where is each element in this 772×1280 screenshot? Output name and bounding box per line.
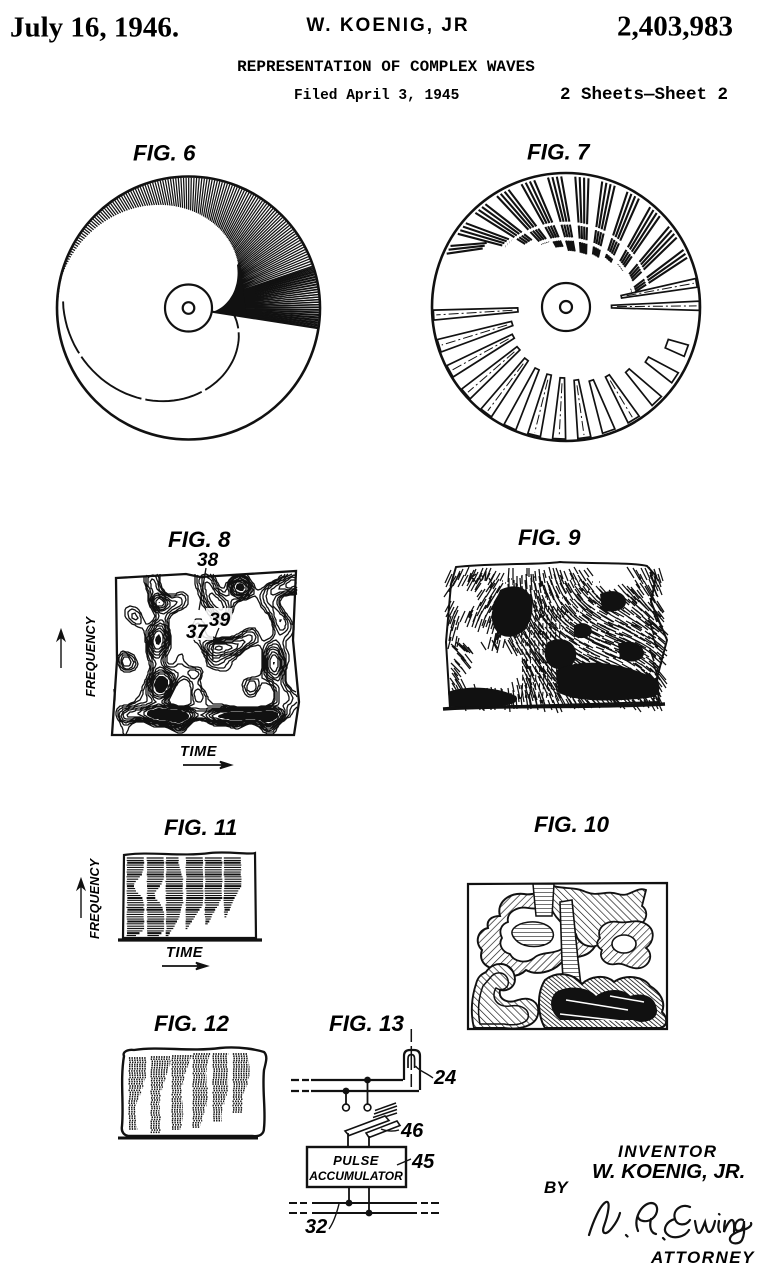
svg-text:BY: BY: [544, 1178, 569, 1197]
svg-text:46: 46: [400, 1120, 424, 1142]
svg-text:2,403,983: 2,403,983: [617, 11, 733, 43]
svg-text:37: 37: [186, 622, 209, 643]
svg-text:INVENTOR: INVENTOR: [618, 1142, 718, 1161]
svg-text:TIME: TIME: [166, 945, 204, 961]
svg-text:45: 45: [411, 1151, 435, 1173]
svg-text:Filed April 3, 1945: Filed April 3, 1945: [294, 88, 459, 104]
svg-text:FIG. 10: FIG. 10: [534, 812, 610, 837]
svg-text:38: 38: [197, 550, 219, 571]
svg-text:2 Sheets—Sheet 2: 2 Sheets—Sheet 2: [560, 85, 728, 105]
svg-text:W. KOENIG, JR.: W. KOENIG, JR.: [592, 1160, 745, 1183]
svg-text:REPRESENTATION OF COMPLEX WAVE: REPRESENTATION OF COMPLEX WAVES: [237, 58, 535, 76]
svg-text:FIG. 7: FIG. 7: [527, 140, 591, 165]
svg-text:FIG. 13: FIG. 13: [329, 1011, 405, 1036]
svg-text:July 16, 1946.: July 16, 1946.: [10, 12, 179, 44]
svg-text:FREQUENCY: FREQUENCY: [88, 857, 102, 939]
svg-text:ATTORNEY: ATTORNEY: [650, 1248, 755, 1267]
svg-text:24: 24: [433, 1067, 456, 1089]
svg-text:PULSE: PULSE: [333, 1153, 379, 1168]
svg-text:ACCUMULATOR: ACCUMULATOR: [308, 1169, 403, 1183]
svg-text:W. KOENIG, JR: W. KOENIG, JR: [306, 15, 469, 36]
svg-text:FREQUENCY: FREQUENCY: [84, 615, 98, 697]
svg-text:FIG. 8: FIG. 8: [168, 527, 231, 552]
svg-text:39: 39: [209, 610, 231, 631]
svg-text:FIG. 12: FIG. 12: [154, 1011, 230, 1036]
svg-text:32: 32: [305, 1216, 327, 1238]
svg-text:FIG. 11: FIG. 11: [164, 815, 237, 840]
svg-text:TIME: TIME: [180, 744, 218, 760]
svg-text:FIG. 9: FIG. 9: [518, 525, 581, 550]
svg-text:FIG. 6: FIG. 6: [133, 141, 196, 166]
